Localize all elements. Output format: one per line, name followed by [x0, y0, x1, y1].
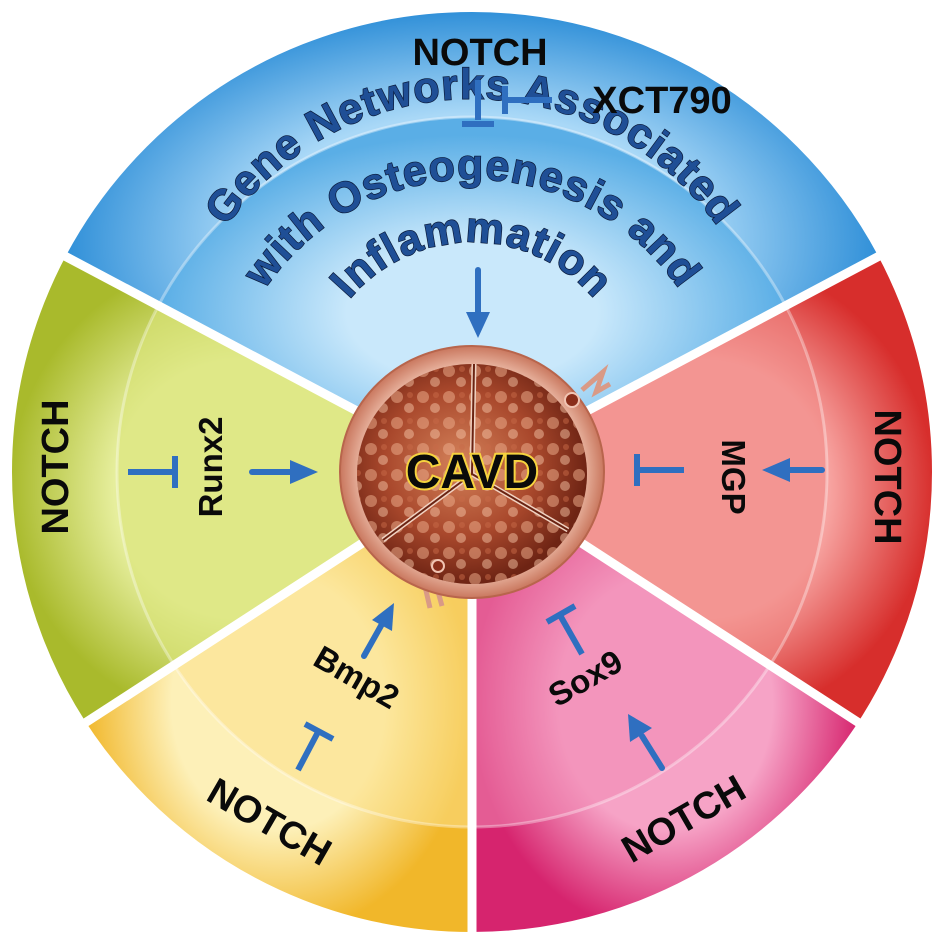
notch-inhibits-bmp2 — [295, 721, 335, 772]
notch-inhibits-runx2 — [128, 456, 178, 488]
gene-networks-to-cavd-arrow — [466, 267, 490, 338]
inner-top — [158, 117, 786, 473]
mgp-inhibits-cavd — [634, 454, 684, 486]
runx2-to-cavd-arrow — [249, 460, 318, 484]
aortic-valve — [339, 345, 612, 609]
xct790-inhibits-notch — [502, 86, 552, 114]
inner-left — [117, 305, 472, 666]
notch-label-top: NOTCH — [412, 32, 547, 74]
notch-label-left: NOTCH — [35, 399, 77, 534]
mgp-label: MGP — [715, 439, 752, 514]
notch-to-mgp-arrow — [762, 458, 825, 482]
notch-inhibits-gene-networks — [462, 80, 494, 127]
bmp2-to-cavd-arrow — [361, 603, 394, 659]
notch-label-right: NOTCH — [866, 409, 908, 544]
runx2-label: Runx2 — [192, 417, 229, 518]
xct790-label: XCT790 — [592, 80, 731, 122]
notch-to-sox9-arrow — [628, 714, 665, 771]
cavd-label: CAVD — [406, 446, 538, 499]
inner-right — [472, 305, 827, 666]
sox9-inhibits-cavd — [545, 603, 585, 656]
